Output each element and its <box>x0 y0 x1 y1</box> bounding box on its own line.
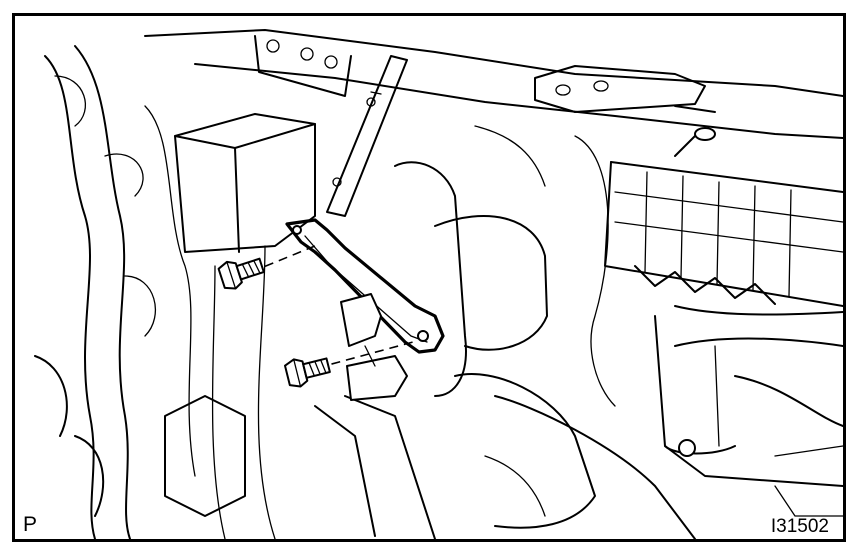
leader-line-lower <box>316 341 414 369</box>
illustration-frame: P I31502 <box>12 13 846 542</box>
bolt-icon <box>217 257 265 290</box>
wire-harness-left <box>34 45 196 539</box>
center-structure <box>211 125 696 539</box>
bolt-icon <box>283 357 331 388</box>
blower-unit <box>604 127 843 487</box>
lower-parts <box>164 395 843 517</box>
cross-member <box>144 29 843 139</box>
figure-code: I31502 <box>770 516 829 537</box>
instrument-panel-illustration <box>34 29 843 539</box>
ecu-box <box>174 113 316 253</box>
bracket <box>285 218 445 354</box>
brace <box>326 55 408 217</box>
leader-line-upper <box>250 245 316 273</box>
view-letter: P <box>23 513 38 536</box>
clamp <box>340 293 408 401</box>
